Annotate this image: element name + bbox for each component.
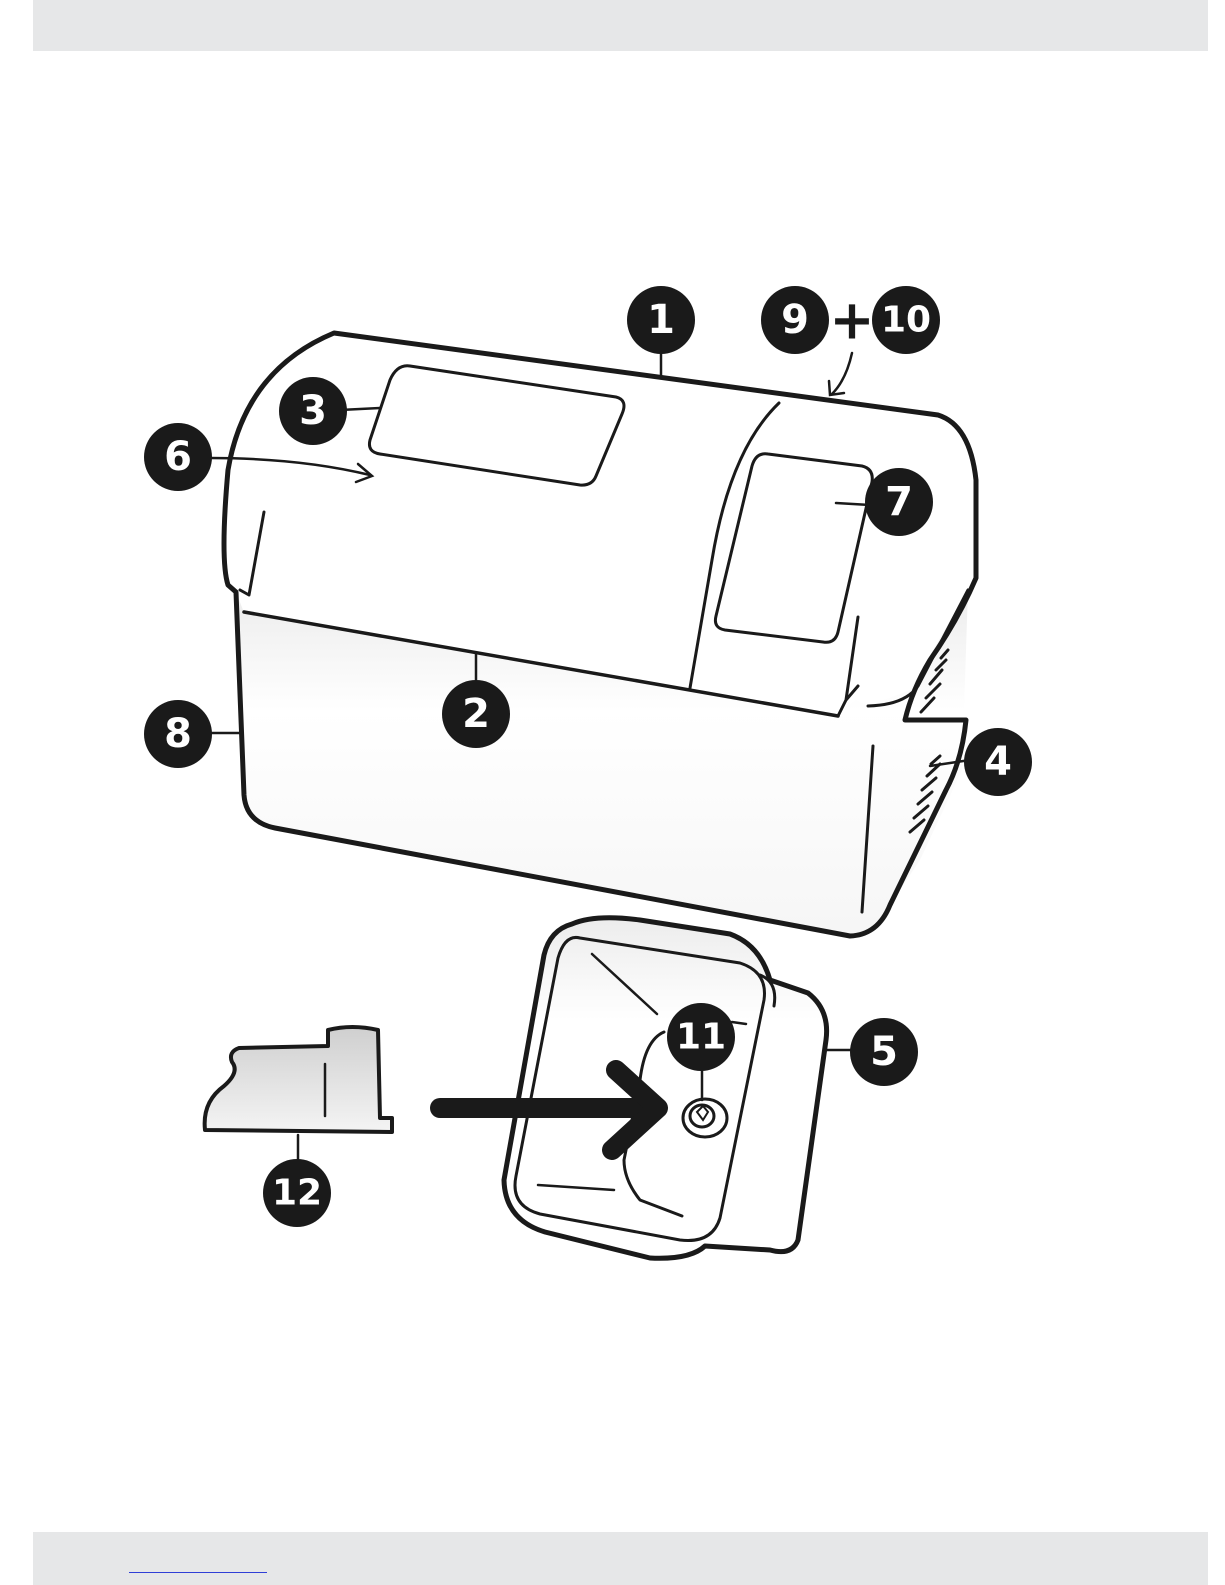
callout-1: 1	[627, 286, 695, 354]
leader-9-10	[832, 353, 852, 394]
kneading-paddle	[205, 1027, 392, 1132]
svg-text:4: 4	[984, 739, 1012, 785]
baking-pan	[504, 918, 827, 1259]
callout-2: 2	[442, 680, 510, 748]
callout-3: 3	[279, 377, 347, 445]
svg-text:8: 8	[164, 711, 192, 757]
callout-9: 9	[761, 286, 829, 354]
svg-text:+: +	[829, 289, 874, 352]
callout-11: 11	[667, 1003, 735, 1071]
viewing-window	[369, 366, 624, 485]
callout-10: 10	[872, 286, 940, 354]
svg-text:3: 3	[299, 388, 327, 434]
housing-base	[236, 590, 968, 934]
svg-text:1: 1	[647, 297, 675, 343]
svg-text:11: 11	[676, 1017, 726, 1058]
control-panel-divider	[690, 403, 779, 688]
callout-7: 7	[865, 468, 933, 536]
callout-4: 4	[964, 728, 1032, 796]
paddle-body	[205, 1027, 392, 1132]
svg-text:5: 5	[870, 1029, 898, 1075]
callout-6: 6	[144, 423, 212, 491]
svg-text:12: 12	[272, 1173, 322, 1214]
lid-left-fold	[240, 512, 264, 595]
leader-7	[836, 503, 870, 505]
leader-6	[210, 458, 370, 475]
svg-text:10: 10	[881, 300, 931, 341]
plus-sign: +	[829, 289, 874, 352]
pan-outer	[504, 918, 827, 1259]
svg-text:9: 9	[781, 297, 809, 343]
control-panel-display	[715, 454, 872, 643]
callout-5: 5	[850, 1018, 918, 1086]
svg-text:2: 2	[462, 691, 490, 737]
svg-text:7: 7	[885, 479, 913, 525]
svg-text:6: 6	[164, 434, 192, 480]
kneading-shaft	[683, 1099, 727, 1137]
callout-12: 12	[263, 1159, 331, 1227]
callout-8: 8	[144, 700, 212, 768]
